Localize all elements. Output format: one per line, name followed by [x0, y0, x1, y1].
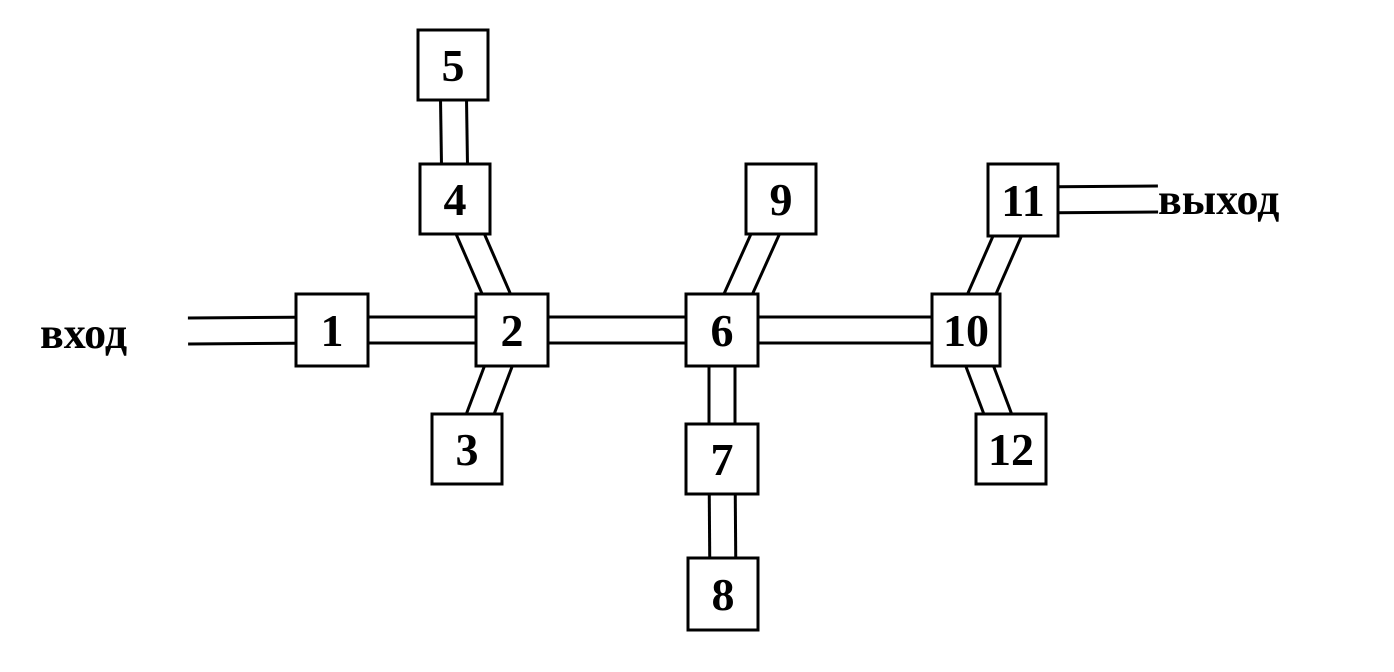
node-5: 5: [416, 28, 490, 102]
node-box: [684, 292, 760, 368]
node-box: [474, 292, 550, 368]
output-label: выход: [1158, 175, 1279, 224]
node-10: 10: [930, 292, 1002, 368]
node-6: 6: [684, 292, 760, 368]
node-box: [974, 412, 1048, 486]
node-label: 7: [711, 434, 734, 485]
node-box: [744, 162, 818, 236]
node-4: 4: [418, 162, 492, 236]
node-label: 9: [770, 174, 793, 225]
node-label: 11: [1001, 175, 1044, 226]
node-3: 3: [430, 412, 504, 486]
node-box: [294, 292, 370, 368]
node-label: 1: [321, 305, 344, 356]
node-8: 8: [686, 556, 760, 632]
node-box: [418, 162, 492, 236]
node-11: 11: [986, 162, 1060, 238]
node-label: 6: [711, 305, 734, 356]
node-label: 12: [988, 424, 1034, 475]
node-label: 4: [444, 174, 467, 225]
node-label: 3: [456, 424, 479, 475]
node-7: 7: [684, 422, 760, 496]
node-box: [416, 28, 490, 102]
node-1: 1: [294, 292, 370, 368]
node-box: [986, 162, 1060, 238]
node-box: [430, 412, 504, 486]
edge-6-10: [722, 315, 966, 345]
node-label: 10: [943, 305, 989, 356]
input-label: вход: [40, 309, 127, 358]
node-9: 9: [744, 162, 818, 236]
node-box: [684, 422, 760, 496]
node-12: 12: [974, 412, 1048, 486]
node-2: 2: [474, 292, 550, 368]
node-label: 8: [712, 569, 735, 620]
node-label: 5: [442, 40, 465, 91]
node-box: [930, 292, 1002, 368]
node-label: 2: [501, 305, 524, 356]
node-box: [686, 556, 760, 632]
